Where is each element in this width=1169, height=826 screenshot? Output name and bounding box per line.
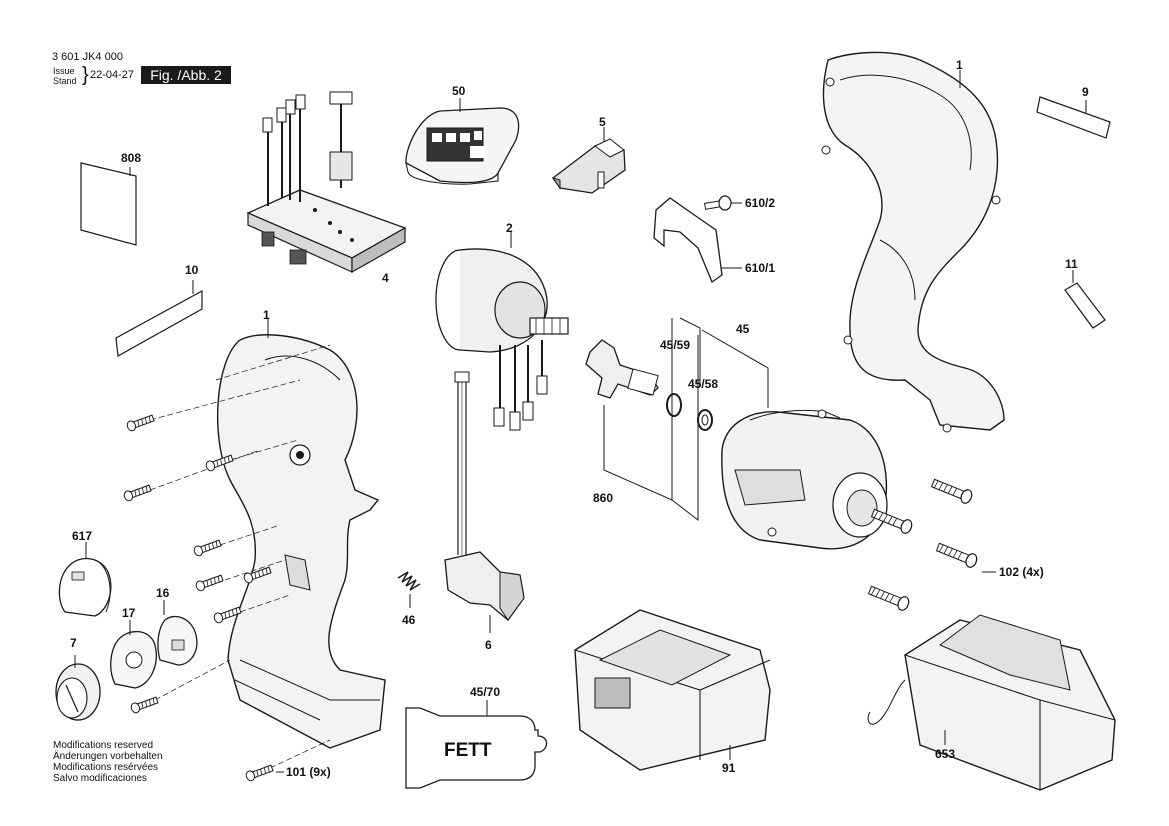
callout-5: 5 [599, 115, 606, 129]
callout-4: 4 [382, 271, 389, 285]
callout-11: 11 [1065, 257, 1078, 271]
callout-610-1: 610/1 [745, 261, 775, 275]
label-sheet-10 [115, 280, 203, 357]
gear-housing-45 [721, 409, 888, 550]
callout-45: 45 [736, 322, 750, 336]
callout-617: 617 [72, 529, 92, 543]
callout-6: 6 [485, 638, 492, 652]
callout-9: 9 [1082, 85, 1089, 99]
spring-46 [397, 571, 421, 608]
issue-date: 22-04-27 [90, 69, 135, 81]
part-number: 3 601 JK4 000 [52, 51, 123, 63]
callout-7: 7 [70, 636, 77, 650]
modifications-notice: Modifications reserved Änderungen vorbeh… [53, 740, 163, 784]
callout-1-left: 1 [263, 308, 270, 322]
label-sheet-11 [1064, 270, 1106, 329]
modifications-line-fr: Modifications resérvées [53, 762, 159, 773]
issue-label: Issue [53, 66, 75, 76]
callout-91: 91 [722, 761, 736, 775]
callout-808: 808 [121, 151, 141, 165]
retaining-ring-45-59 [666, 393, 682, 417]
control-panel-50 [405, 98, 520, 185]
callout-46: 46 [402, 613, 416, 627]
knob-7 [55, 655, 101, 721]
stand-label: Stand [53, 76, 77, 86]
trigger-switch-6 [444, 371, 525, 633]
modifications-line-de: Änderungen vorbehalten [53, 751, 163, 762]
figure-label: Fig. /Abb. 2 [141, 66, 231, 84]
label-sheet-808 [80, 162, 137, 246]
callout-16: 16 [156, 586, 170, 600]
part-16 [157, 600, 198, 666]
label-sheet-9 [1036, 96, 1111, 139]
part-17 [110, 620, 157, 689]
grease-label: FETT [444, 740, 492, 761]
electronics-board-4 [246, 91, 407, 274]
belt-hook-610-1 [653, 197, 742, 283]
modifications-line-en: Modifications reserved [53, 740, 154, 751]
leader-45 [701, 329, 769, 408]
brace-glyph: } [82, 64, 89, 86]
callout-102: 102 (4x) [999, 565, 1044, 579]
callout-45-70: 45/70 [470, 685, 500, 699]
housing-half-right [821, 51, 1005, 433]
cap-617 [58, 542, 112, 617]
callout-1-right: 1 [956, 58, 963, 72]
callout-50: 50 [452, 84, 466, 98]
callout-2: 2 [506, 221, 513, 235]
grease-tube [405, 700, 548, 789]
callout-45-59: 45/59 [660, 338, 690, 352]
anvil-860 [585, 318, 673, 501]
callout-653: 653 [935, 747, 955, 761]
callout-610-2: 610/2 [745, 196, 775, 210]
callout-10: 10 [185, 263, 199, 277]
screw-610-2 [704, 195, 742, 211]
leader-860-bracket [671, 335, 699, 522]
battery-91 [574, 609, 771, 771]
callout-45-58: 45/58 [688, 377, 718, 391]
slide-switch-5 [551, 127, 626, 194]
callout-860: 860 [593, 491, 613, 505]
callout-101: 101 (9x) [286, 765, 331, 779]
callout-17: 17 [122, 606, 136, 620]
charger-653 [867, 614, 1116, 791]
modifications-line-es: Salvo modificaciones [53, 773, 147, 784]
bolts-102 [866, 475, 996, 613]
leader-45-58 [679, 317, 701, 385]
motor-2 [435, 232, 569, 431]
housing-half-left [122, 318, 386, 783]
washer-45-58 [697, 409, 713, 431]
